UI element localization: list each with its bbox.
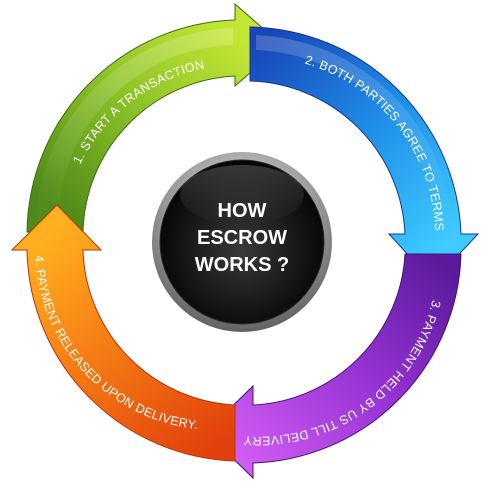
hub-line-2: ESCROW <box>197 227 287 249</box>
arrow-step-4 <box>10 204 236 462</box>
arrow-step-3 <box>205 253 462 480</box>
hub-line-1: HOW <box>218 200 267 222</box>
center-hub: HOW ESCROW WORKS ? <box>152 152 332 332</box>
arrow-step-1 <box>26 2 283 233</box>
hub-line-3: WORKS ? <box>195 254 289 276</box>
arrow-step-2 <box>249 26 480 283</box>
